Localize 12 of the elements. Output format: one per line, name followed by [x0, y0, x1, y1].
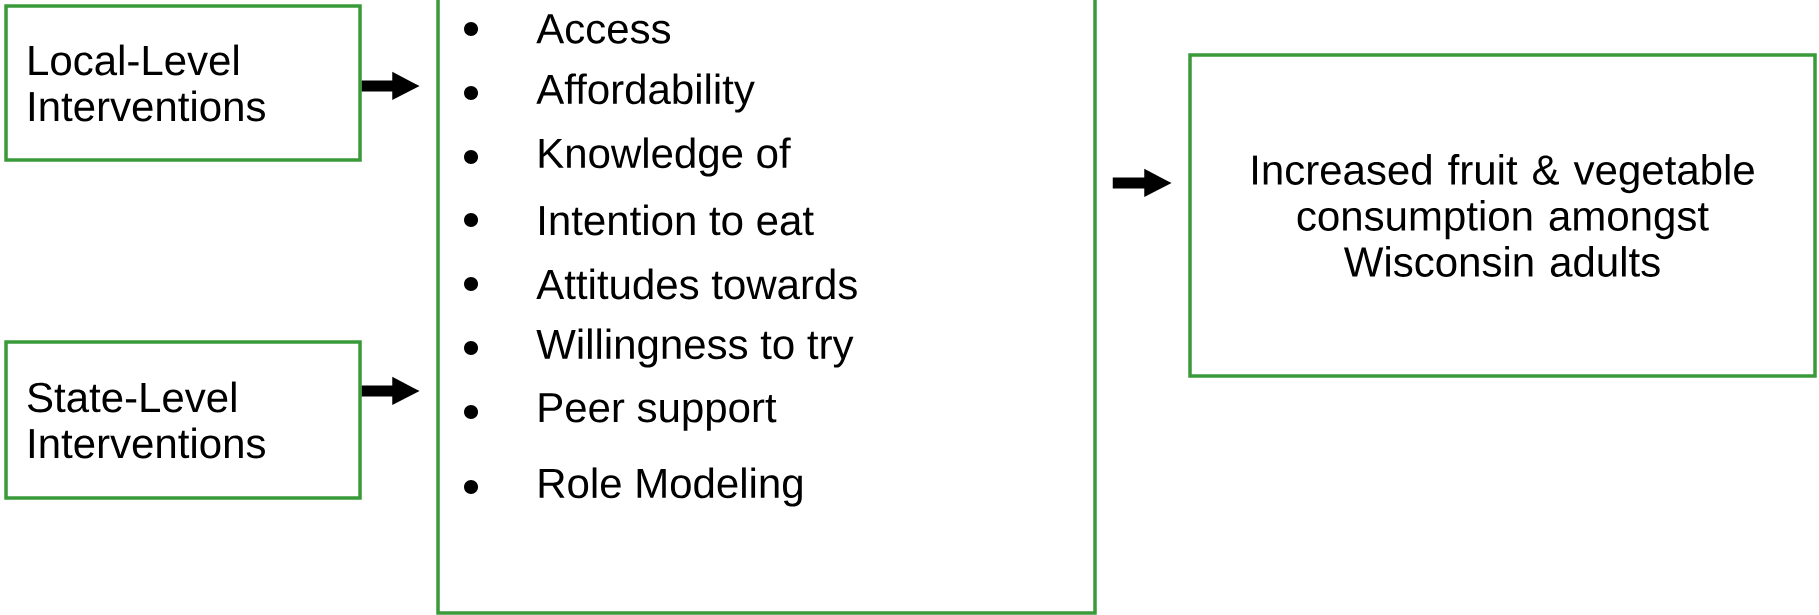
- list-item: Attitudes towards: [464, 268, 857, 300]
- list-item: Affordability: [464, 73, 755, 113]
- list-box: [436, 0, 1097, 615]
- intervention-box: Local-Level Interventions: [4, 4, 362, 162]
- list-item: Willingness to try: [464, 328, 854, 368]
- list-item: Peer support: [464, 393, 777, 431]
- list-item: Intention to eat: [464, 204, 814, 236]
- list-item: Knowledge of: [464, 137, 791, 177]
- list-item: Access: [464, 14, 671, 44]
- outcome-box: Increased fruit & vegetable consumption amongst Wisconsin adults: [1188, 53, 1817, 378]
- list-item: Role Modeling: [464, 467, 802, 507]
- intervention-box: State-Level Interventions: [4, 340, 362, 500]
